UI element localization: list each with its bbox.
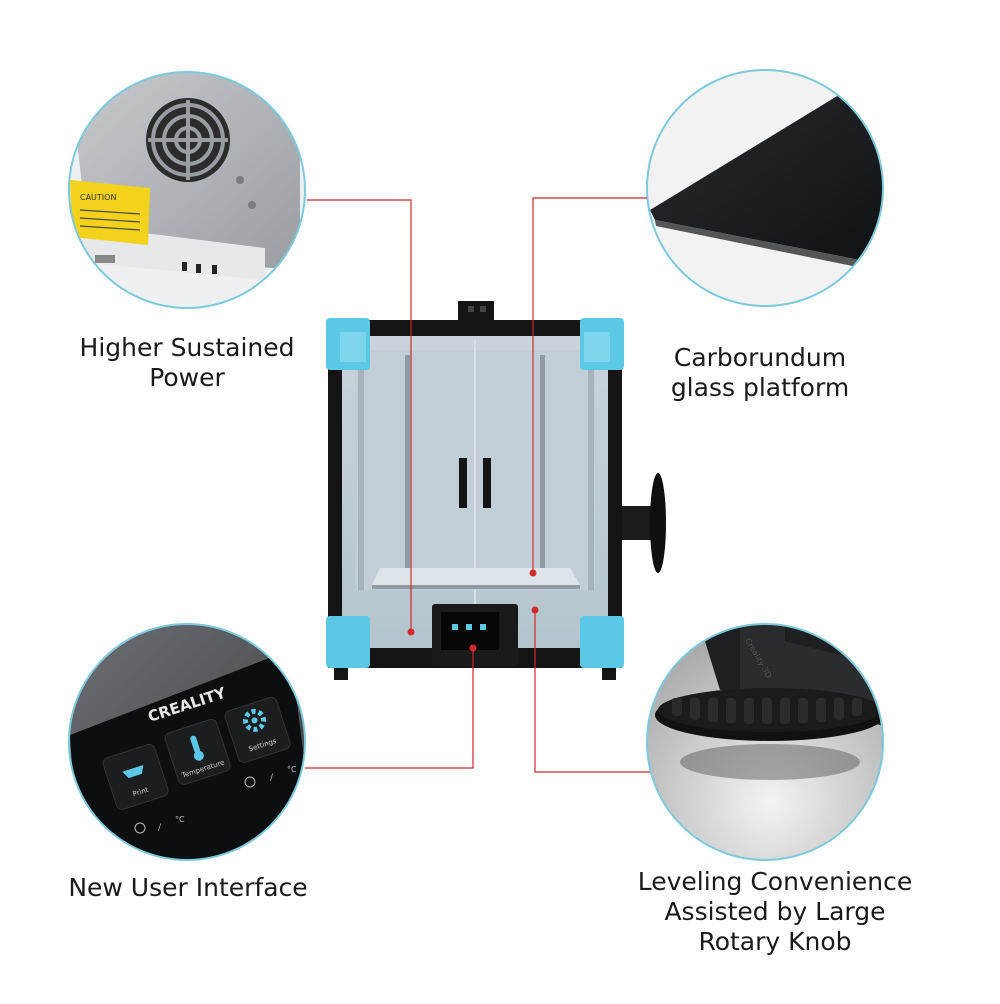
feature-label-knob: Leveling Convenience Assisted by Large R… [620,867,930,957]
nozzle-temp-unit: °C [175,815,185,824]
nozzle-temp-icon [134,822,146,834]
temperature-button[interactable]: Temperature [164,718,232,786]
rotary-knob-detail-image: Creality 3D [646,623,884,861]
feature-label-glass-line2: glass platform [670,373,850,402]
power-supply-detail-image: CAUTION [68,71,306,309]
thermometer-icon [190,735,200,753]
printer-screen [441,612,499,650]
print-icon [122,764,144,779]
glass-platform-detail-image [646,69,884,307]
feature-label-glass-line1: Carborundum [673,343,847,372]
feature-label-glass: Carborundum glass platform [640,343,880,403]
printer-image [326,301,666,680]
feature-label-ui-line1: New User Interface [68,873,308,902]
callout-power [307,199,412,632]
gear-icon [243,708,267,732]
callout-glass [532,197,647,573]
callout-knob [534,610,650,773]
bed-temp-icon [244,776,256,788]
nozzle-temp-separator: / [158,823,162,833]
spool-holder [650,473,666,573]
callout-dot-power [407,628,415,636]
feature-label-knob-line2: Assisted by Large [664,897,886,926]
feature-label-power: Higher Sustained Power [67,333,307,393]
print-button[interactable]: Print [102,743,170,811]
frame-corner-bl [326,616,370,668]
callout-dot-ui [469,644,477,652]
bed-temp-unit: °C [287,765,297,774]
feature-label-knob-line3: Rotary Knob [698,927,852,956]
callout-dot-knob [531,606,539,614]
feature-label-power-line1: Higher Sustained [79,333,295,362]
callout-dot-glass [529,569,537,577]
feature-label-ui: New User Interface [48,873,328,903]
frame-corner-br [580,616,624,668]
user-interface-detail-image: CREALITY Print Temperature Settings [68,623,306,861]
bed-temp-separator: / [270,773,274,783]
callout-lines [305,197,650,773]
settings-button[interactable]: Settings [224,696,292,764]
warning-label-text: CAUTION [80,193,116,202]
feature-label-power-line2: Power [149,363,225,392]
feature-label-knob-line1: Leveling Convenience [637,867,913,896]
callout-ui [305,648,474,769]
